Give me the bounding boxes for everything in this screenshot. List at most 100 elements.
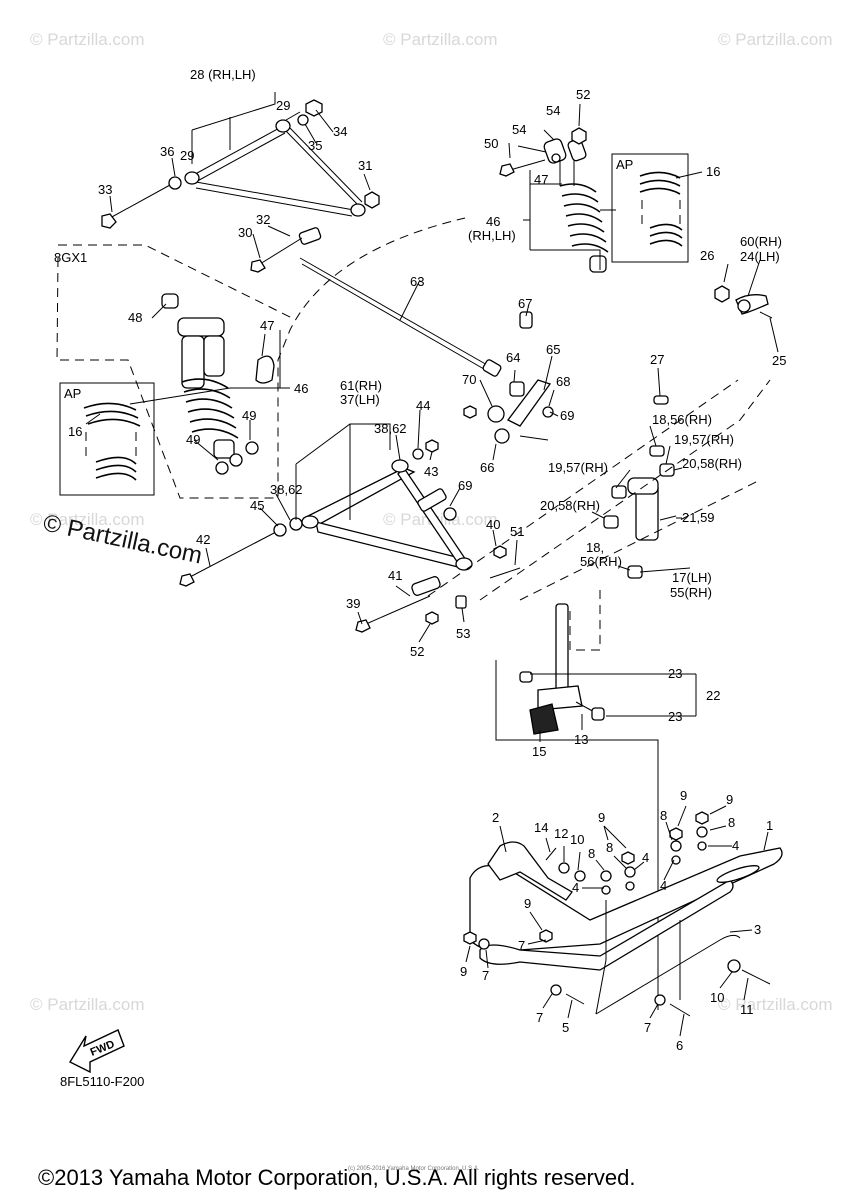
label-3: 3 [754,922,761,937]
label-9: 9 [524,896,531,911]
label-8: 8 [660,808,667,823]
label-41: 41 [388,568,402,583]
ski-column [519,603,605,735]
label-46: 46 [486,214,500,229]
label-31: 31 [358,158,372,173]
label-53: 53 [456,626,470,641]
label-49: 49 [242,408,256,423]
ap-box-left [59,382,155,496]
label-17: 17(LH) [672,570,712,585]
ap-label-left: AP [64,386,81,401]
label-52: 52 [576,87,590,102]
label-47: 47 [260,318,274,333]
watermark-top-right: © Partzilla.com [718,30,833,49]
watermark-top-left: © Partzilla.com [30,30,145,49]
label-27: 27 [650,352,664,367]
label-9: 9 [680,788,687,803]
site-copyright-note: (c) 2005-2016 Yamaha Motor Corporation, … [348,1166,480,1172]
variant-outline [56,217,466,499]
label-56: 56(RH) [580,554,622,569]
left-spring [83,402,141,481]
label-46-side: (RH,LH) [468,228,516,243]
watermark-bottom-right: © Partzilla.com [718,995,833,1014]
label-6: 6 [676,1038,683,1053]
watermark-bottom-left: © Partzilla.com [30,995,145,1014]
label-4: 4 [660,878,667,893]
label-10: 10 [710,990,724,1005]
label-54: 54 [512,122,526,137]
label-29: 29 [180,148,194,163]
drawing-code: 8FL5110-F200 [60,1074,144,1089]
label-23: 23 [668,666,682,681]
watermark-top-center: © Partzilla.com [383,30,498,49]
label-7: 7 [518,938,525,953]
label-8: 8 [728,815,735,830]
label-68: 68 [556,374,570,389]
label-61: 61(RH) [340,378,382,393]
label-33: 33 [98,182,112,197]
label-4: 4 [572,880,579,895]
leader-lines [85,92,779,1037]
steering-arm [714,285,773,319]
label-32: 32 [256,212,270,227]
label-18-56: 18,56(RH) [652,412,712,427]
watermark-mid-left: © Partzilla.com [30,510,145,529]
label-38-62: 38,62 [374,421,407,436]
label-28: 28 (RH,LH) [190,67,256,82]
label-19-57: 19,57(RH) [548,460,608,475]
label-66: 66 [480,460,494,475]
ski [463,811,783,1017]
label-54: 54 [546,103,560,118]
label-13: 13 [574,732,588,747]
ap-label-right: AP [616,157,633,172]
lower-a-arm [179,439,521,633]
label-16: 16 [706,164,720,179]
label-15: 15 [532,744,546,759]
label-63: 63 [410,274,424,289]
label-23: 23 [668,709,682,724]
label-21-59: 21,59 [682,510,715,525]
label-50: 50 [484,136,498,151]
label-70: 70 [462,372,476,387]
label-24: 24(LH) [740,249,780,264]
label-19-57: 19,57(RH) [674,432,734,447]
label-10: 10 [570,832,584,847]
label-69: 69 [458,478,472,493]
label-29: 29 [276,98,290,113]
label-48: 48 [128,310,142,325]
label-40: 40 [486,517,500,532]
label-20-58: 20,58(RH) [540,498,600,513]
label-20-58: 20,58(RH) [682,456,742,471]
label-69: 69 [560,408,574,423]
label-45: 45 [250,498,264,513]
label-12: 12 [554,826,568,841]
label-7: 7 [644,1020,651,1035]
right-shock-absorber [499,127,609,273]
label-39: 39 [346,596,360,611]
label-43: 43 [424,464,438,479]
label-51: 51 [510,524,524,539]
label-44: 44 [416,398,430,413]
label-64: 64 [506,350,520,365]
label-35: 35 [308,138,322,153]
linkage-parts [463,311,554,444]
label-7: 7 [482,968,489,983]
label-67: 67 [518,296,532,311]
watermark-mid-center: © Partzilla.com [383,510,498,529]
label-4: 4 [732,838,739,853]
label-46: 46 [294,381,308,396]
label-9: 9 [726,792,733,807]
label-65: 65 [546,342,560,357]
label-37: 37(LH) [340,392,380,407]
label-25: 25 [772,353,786,368]
label-22: 22 [706,688,720,703]
label-8: 8 [588,846,595,861]
label-7: 7 [536,1010,543,1025]
label-36: 36 [160,144,174,159]
label-14: 14 [534,820,548,835]
label-18: 18, [586,540,604,555]
variant-label: 8GX1 [54,250,87,265]
label-2: 2 [492,810,499,825]
label-42: 42 [196,532,210,547]
